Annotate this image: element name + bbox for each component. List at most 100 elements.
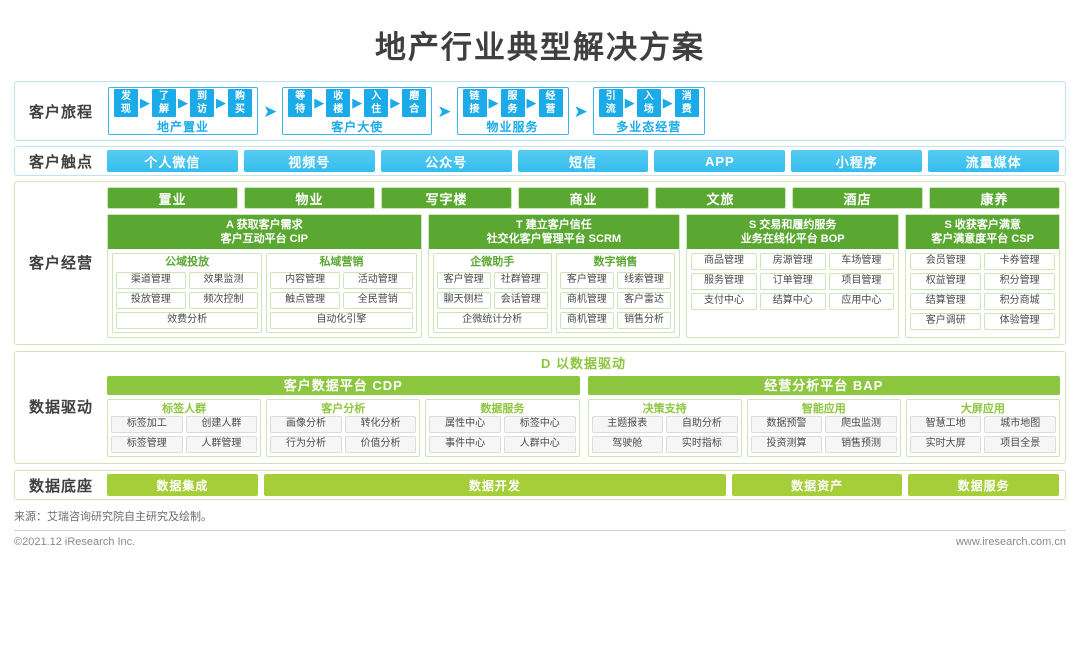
data-feature-cell[interactable]: 标签中心	[503, 416, 576, 433]
data-feature-cell[interactable]: 智慧工地	[909, 416, 982, 433]
feature-cell[interactable]: 订单管理	[759, 273, 826, 290]
data-feature-cell[interactable]: 城市地图	[984, 416, 1057, 433]
data-feature-cell[interactable]: 实时大屏	[909, 436, 982, 453]
touchpoint-chip[interactable]: 流量媒体	[928, 150, 1060, 172]
step-arrow-icon: ▶	[140, 95, 150, 110]
data-subblock-title: 大屏应用	[960, 403, 1005, 415]
data-feature-cell[interactable]: 自助分析	[666, 416, 738, 433]
touchpoint-chip[interactable]: 个人微信	[107, 150, 238, 172]
data-feature-cell[interactable]: 人群管理	[185, 436, 258, 453]
feature-cell[interactable]: 客户管理	[559, 272, 614, 289]
feature-cell[interactable]: 聊天侧栏	[436, 292, 491, 309]
feature-cell[interactable]: 社群管理	[493, 272, 548, 289]
business-segment-chip[interactable]: 置业	[107, 187, 238, 209]
feature-cell[interactable]: 商机管理	[559, 312, 614, 329]
journey-step[interactable]: 服务	[500, 88, 525, 117]
data-feature-cell[interactable]: 事件中心	[429, 436, 501, 453]
feature-cell[interactable]: 投放管理	[116, 292, 186, 309]
journey-step[interactable]: 引流	[598, 88, 623, 117]
business-segment-chip[interactable]: 写字楼	[381, 187, 512, 209]
touchpoint-chip[interactable]: APP	[654, 150, 786, 172]
journey-step[interactable]: 入住	[364, 88, 389, 117]
touchpoint-chip[interactable]: 公众号	[380, 150, 512, 172]
feature-cell[interactable]: 体验管理	[984, 313, 1056, 330]
feature-cell[interactable]: 服务管理	[691, 273, 757, 290]
platform-subblock: 公域投放渠道管理效果监测投放管理频次控制效费分析	[112, 253, 263, 333]
data-feature-cell[interactable]: 驾驶舱	[591, 436, 664, 453]
journey-step[interactable]: 到访	[190, 88, 214, 117]
data-feature-cell[interactable]: 标签加工	[111, 416, 183, 433]
data-feature-cell[interactable]: 销售预测	[825, 436, 897, 453]
journey-step[interactable]: 了解	[152, 88, 176, 117]
data-feature-cell[interactable]: 转化分析	[344, 416, 417, 433]
journey-step[interactable]: 磨合	[402, 88, 427, 117]
data-driven-label: 数据驱动	[28, 399, 93, 416]
feature-cell[interactable]: 商机管理	[559, 292, 614, 309]
feature-cell[interactable]: 企微统计分析	[436, 312, 548, 329]
touchpoint-chip[interactable]: 短信	[517, 150, 649, 172]
business-segment-chip[interactable]: 文旅	[655, 187, 786, 209]
data-feature-cell[interactable]: 爬虫监测	[825, 416, 897, 433]
journey-step[interactable]: 链接	[462, 88, 487, 117]
data-feature-cell[interactable]: 项目全景	[984, 436, 1057, 453]
feature-cell[interactable]: 车场管理	[828, 253, 895, 270]
feature-cell[interactable]: 触点管理	[270, 292, 340, 309]
feature-cell[interactable]: 权益管理	[910, 273, 982, 290]
feature-cell[interactable]: 客户调研	[910, 313, 982, 330]
feature-cell[interactable]: 商品管理	[691, 253, 757, 270]
journey-step[interactable]: 收楼	[326, 88, 351, 117]
feature-cell[interactable]: 渠道管理	[116, 272, 186, 289]
data-feature-cell[interactable]: 属性中心	[429, 416, 501, 433]
feature-cell[interactable]: 客户管理	[436, 272, 491, 289]
journey-step[interactable]: 消费	[674, 88, 699, 117]
feature-cell[interactable]: 效费分析	[116, 312, 259, 329]
feature-cell[interactable]: 内容管理	[270, 272, 340, 289]
feature-cell[interactable]: 应用中心	[828, 293, 895, 310]
foundation-chip[interactable]: 数据开发	[263, 474, 726, 496]
journey-step[interactable]: 购买	[228, 88, 252, 117]
journey-step[interactable]: 入场	[636, 88, 661, 117]
business-segment-chip[interactable]: 酒店	[792, 187, 923, 209]
data-feature-cell[interactable]: 标签管理	[111, 436, 183, 453]
feature-cell[interactable]: 自动化引擎	[270, 312, 413, 329]
feature-cell[interactable]: 支付中心	[691, 293, 757, 310]
data-feature-cell[interactable]: 主题报表	[591, 416, 664, 433]
feature-cell[interactable]: 客户雷达	[617, 292, 672, 309]
business-segment-chip[interactable]: 康养	[929, 187, 1060, 209]
feature-cell[interactable]: 会员管理	[910, 253, 982, 270]
feature-cell[interactable]: 结算中心	[759, 293, 826, 310]
journey-step[interactable]: 等待	[288, 88, 313, 117]
business-segment-chip[interactable]: 物业	[244, 187, 375, 209]
foundation-chip[interactable]: 数据集成	[107, 474, 258, 496]
feature-cell[interactable]: 线索管理	[617, 272, 672, 289]
feature-cell[interactable]: 房源管理	[759, 253, 826, 270]
feature-cell[interactable]: 卡券管理	[984, 253, 1056, 270]
feature-cell[interactable]: 销售分析	[617, 312, 672, 329]
feature-cell[interactable]: 项目管理	[828, 273, 895, 290]
touchpoint-chip[interactable]: 视频号	[243, 150, 375, 172]
data-feature-cell[interactable]: 实时指标	[666, 436, 738, 453]
feature-cell[interactable]: 效果监测	[188, 272, 259, 289]
touchpoint-chip[interactable]: 小程序	[791, 150, 923, 172]
data-feature-cell[interactable]: 投资测算	[750, 436, 823, 453]
feature-cell[interactable]: 会话管理	[493, 292, 548, 309]
step-arrow-icon: ▶	[662, 95, 673, 110]
feature-cell[interactable]: 全民营销	[342, 292, 413, 309]
journey-step[interactable]: 经营	[538, 88, 563, 117]
foundation-chip[interactable]: 数据资产	[731, 474, 903, 496]
feature-cell[interactable]: 频次控制	[188, 292, 259, 309]
data-feature-cell[interactable]: 画像分析	[270, 416, 342, 433]
business-segment-chip[interactable]: 商业	[518, 187, 649, 209]
data-feature-cell[interactable]: 价值分析	[344, 436, 417, 453]
feature-cell[interactable]: 活动管理	[342, 272, 413, 289]
feature-cell[interactable]: 结算管理	[910, 293, 982, 310]
data-feature-cell[interactable]: 行为分析	[270, 436, 342, 453]
data-feature-cell[interactable]: 数据预警	[750, 416, 823, 433]
journey-step[interactable]: 发现	[114, 88, 138, 117]
data-feature-cell[interactable]: 人群中心	[503, 436, 576, 453]
data-feature-cell[interactable]: 创建人群	[185, 416, 258, 433]
foundation-chip[interactable]: 数据服务	[908, 474, 1059, 496]
feature-cell[interactable]: 积分管理	[984, 273, 1056, 290]
feature-cell[interactable]: 积分商城	[984, 293, 1056, 310]
